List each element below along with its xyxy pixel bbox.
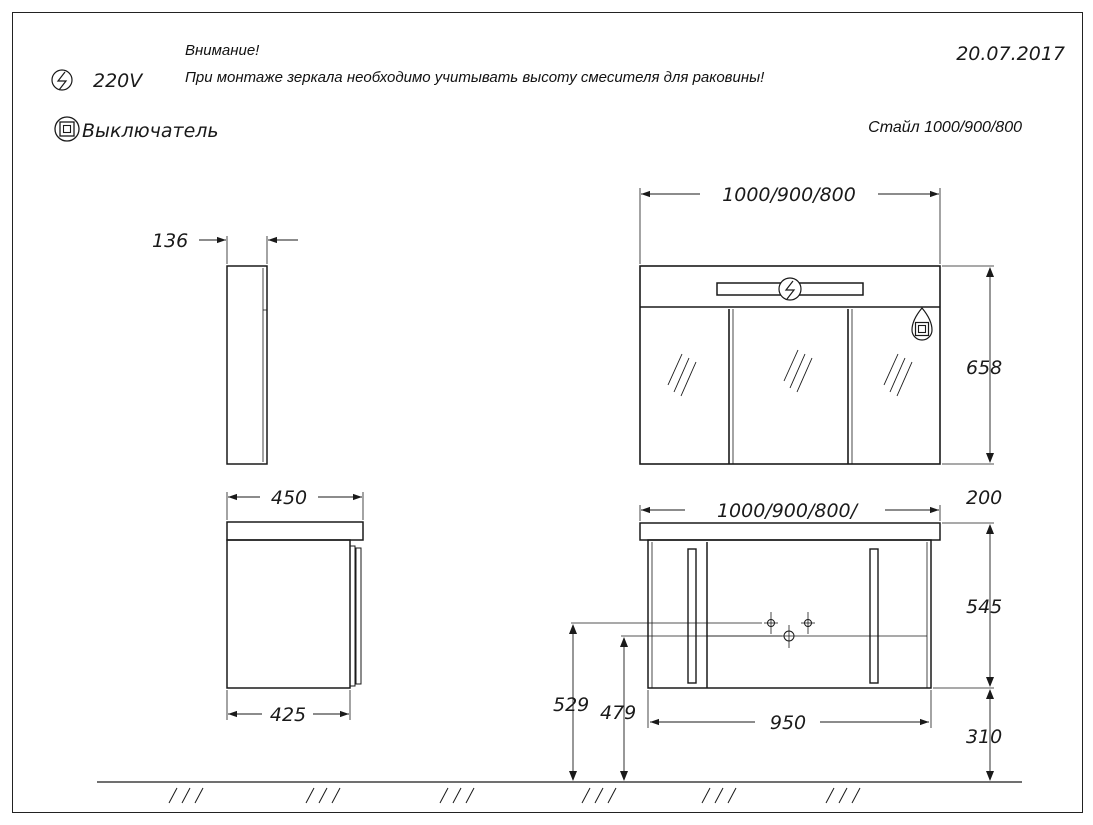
warning-title: Внимание! <box>185 42 260 59</box>
tap-height-1-dimension: 529 <box>553 622 762 781</box>
tap-height-2-dimension: 479 <box>600 635 782 781</box>
mirror-height-dimension: 658 <box>942 265 1002 465</box>
tap-height-1-label: 529 <box>553 694 589 716</box>
mirror-depth-label: 136 <box>152 230 188 252</box>
cabinet-side-view <box>226 521 364 689</box>
mirror-height-label: 658 <box>966 357 1002 379</box>
inner-width-label: 950 <box>770 712 806 734</box>
cabinet-depth-top-label: 450 <box>271 487 307 509</box>
tap-connection-markers <box>764 612 815 648</box>
warning-text: При монтаже зеркала необходимо учитывать… <box>185 69 765 86</box>
model-name: Стайл 1000/900/800 <box>868 119 1022 136</box>
power-point-icon <box>778 277 802 301</box>
floor-clearance-dimension: 310 <box>966 689 1002 781</box>
cabinet-depth-bottom-dimension: 425 <box>226 690 351 726</box>
mirror-side-view <box>226 265 268 465</box>
mirror-depth-dimension: 136 <box>152 230 298 264</box>
cabinet-front-view <box>639 522 941 689</box>
floor-line <box>97 781 1022 804</box>
mirror-front-view <box>639 265 941 465</box>
mirror-width-dimension: 1000/900/800 <box>639 184 941 264</box>
mirror-switch-icon <box>911 307 933 341</box>
floor-clearance-label: 310 <box>966 726 1002 748</box>
inner-width-dimension: 950 <box>647 690 932 734</box>
top-offset-label: 200 <box>966 487 1002 509</box>
cabinet-width-label: 1000/900/800/ <box>717 500 860 522</box>
cabinet-height-label: 545 <box>966 596 1002 618</box>
mirror-width-label: 1000/900/800 <box>722 184 856 206</box>
cabinet-depth-bottom-label: 425 <box>270 704 306 726</box>
tap-height-2-label: 479 <box>600 702 636 724</box>
cabinet-width-dimension: 1000/900/800/ <box>639 500 941 522</box>
voltage-label: 220V <box>93 70 144 92</box>
cabinet-depth-top-dimension: 450 <box>226 487 364 520</box>
cabinet-height-dimension: 545 <box>933 522 1002 689</box>
drawing-date: 20.07.2017 <box>956 43 1065 65</box>
switch-label: Выключатель <box>82 120 219 142</box>
drawing-frame <box>12 12 1083 813</box>
lightning-bolt-icon <box>51 69 73 91</box>
switch-square-icon <box>54 116 80 142</box>
